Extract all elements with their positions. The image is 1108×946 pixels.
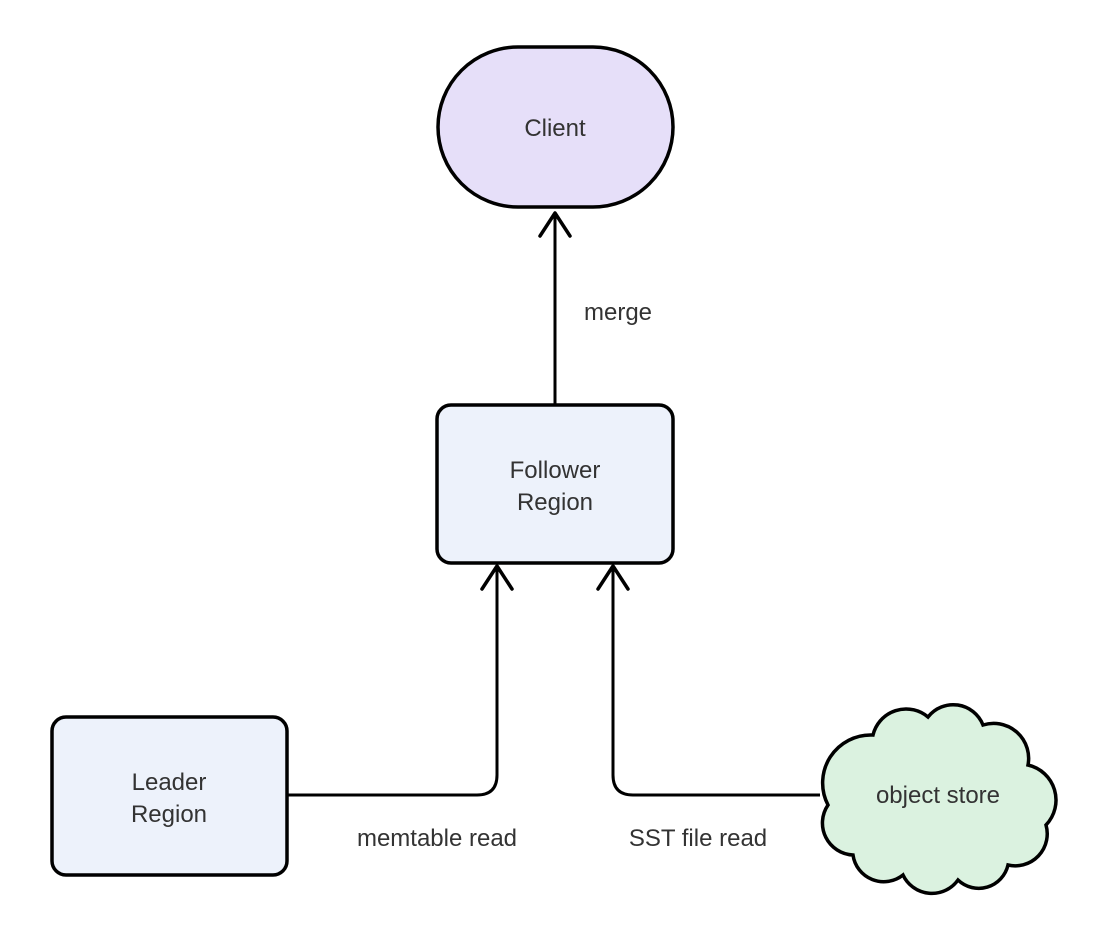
client-node-shape [436, 45, 675, 209]
object-store-node: object store [820, 703, 1058, 896]
edge-sst-file-read-arrowhead [596, 564, 630, 591]
edge-sst-file-read-label: SST file read [629, 825, 767, 852]
object-store-node-label: object store [876, 782, 1000, 809]
object-store-cloud-shape [820, 703, 1058, 896]
edge-sst-file-read: SST file read [596, 564, 820, 852]
leader-region-node-label-line2: Region [131, 801, 207, 828]
leader-region-node: Leader Region [50, 715, 289, 877]
follower-region-node-label-line1: Follower [510, 457, 601, 484]
edge-sst-file-read-line [611, 569, 820, 797]
follower-region-node: Follower Region [435, 403, 675, 565]
client-node-label: Client [524, 115, 586, 142]
follower-region-node-label-line2: Region [517, 489, 593, 516]
edge-merge-arrowhead [538, 211, 572, 238]
edge-memtable-read-label: memtable read [357, 825, 517, 852]
edge-merge-label: merge [584, 299, 652, 326]
edge-memtable-read-arrowhead [480, 564, 514, 591]
edge-merge: merge [538, 211, 652, 405]
leader-region-node-shape [50, 715, 289, 877]
client-node: Client [436, 45, 675, 209]
follower-region-node-shape [435, 403, 675, 565]
leader-region-node-label-line1: Leader [132, 769, 207, 796]
edge-memtable-read: memtable read [288, 564, 517, 852]
edge-memtable-read-line [288, 569, 499, 797]
